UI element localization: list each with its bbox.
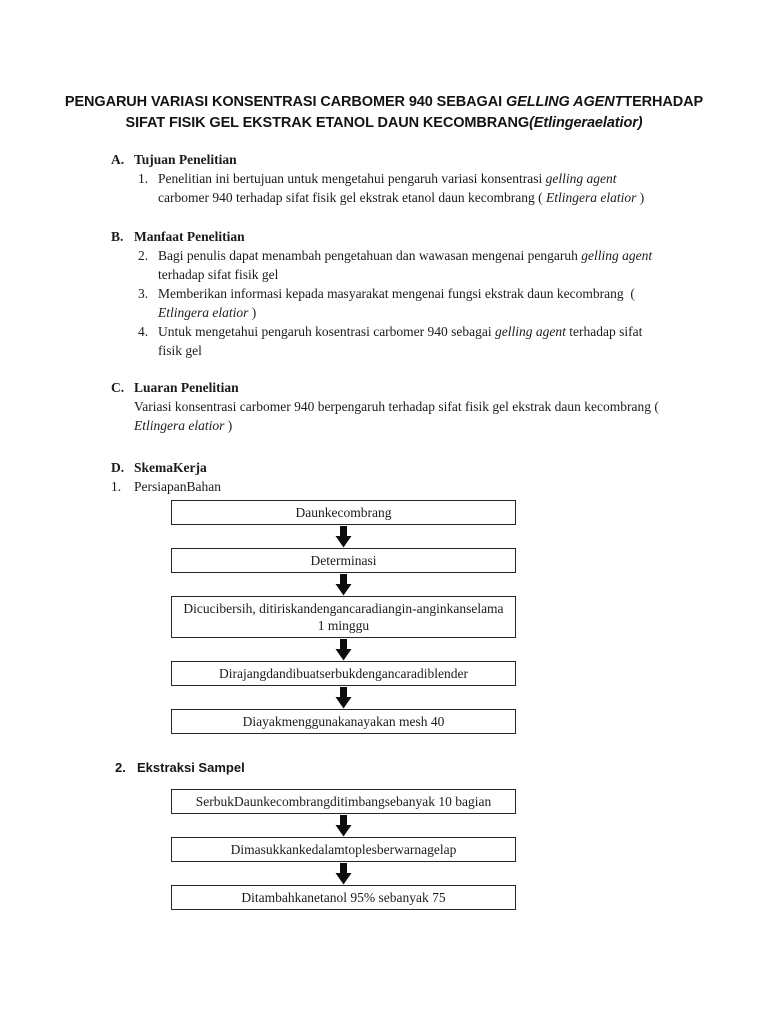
down-arrow-icon (335, 525, 352, 548)
flow-box-dicuci-bersih: Dicucibersih, ditiriskandengancaradiangi… (171, 596, 516, 638)
section-luaran-penelitian: C. Luaran Penelitian Variasi konsentrasi… (0, 378, 768, 435)
list-item-4: 4. Untuk mengetahui pengaruh kosentrasi … (138, 322, 768, 360)
section-tujuan-penelitian: A. Tujuan Penelitian 1. Penelitian ini b… (0, 150, 768, 207)
subsection-persiapan-bahan: 1. PersiapanBahan (111, 477, 768, 496)
subsection-label: PersiapanBahan (134, 479, 221, 494)
section-a-heading: A. Tujuan Penelitian (111, 150, 768, 169)
subsection-ekstraksi-sampel: 2. Ekstraksi Sampel (115, 758, 768, 777)
subsection-label: Ekstraksi Sampel (137, 760, 245, 775)
section-letter: B. (111, 229, 124, 244)
title-line-2: SIFAT FISIK GEL EKSTRAK ETANOL DAUN KECO… (125, 115, 643, 131)
text-line: Etlingera elatior ) (158, 305, 257, 320)
section-c-body: Variasi konsentrasi carbomer 940 berpeng… (134, 397, 768, 435)
text-line: fisik gel (158, 343, 202, 358)
section-c-heading: C. Luaran Penelitian (111, 378, 768, 397)
flow-box-diayak: Diayakmenggunakanayakan mesh 40 (171, 709, 516, 734)
flow-box-dirajang: Dirajangdandibuatserbukdengancaradiblend… (171, 661, 516, 686)
text-line: Etlingera elatior ) (134, 418, 233, 433)
section-skema-kerja: D. SkemaKerja 1. PersiapanBahan (0, 458, 768, 496)
list-item-3: 3. Memberikan informasi kepada masyaraka… (138, 284, 768, 322)
title-line-1: PENGARUH VARIASI KONSENTRASI CARBOMER 94… (64, 94, 704, 110)
section-letter: D. (111, 460, 125, 475)
list-item-2: 2. Bagi penulis dapat menambah pengetahu… (138, 246, 768, 284)
document-title: PENGARUH VARIASI KONSENTRASI CARBOMER 94… (0, 0, 768, 134)
flowchart-ekstraksi-sampel: SerbukDaunkecombrangditimbangsebanyak 10… (171, 789, 516, 910)
text-line: carbomer 940 terhadap sifat fisik gel ek… (158, 190, 645, 205)
text-line: 1 minggu (317, 618, 370, 633)
down-arrow-icon (335, 814, 352, 837)
section-heading-label: Manfaat Penelitian (134, 229, 245, 244)
section-b-heading: B. Manfaat Penelitian (111, 227, 768, 246)
list-item-number: 2. (115, 760, 126, 775)
list-item-number: 2. (138, 248, 149, 263)
flow-box-serbuk-ditimbang: SerbukDaunkecombrangditimbangsebanyak 10… (171, 789, 516, 814)
text-line: Untuk mengetahui pengaruh kosentrasi car… (158, 324, 643, 339)
text-line: terhadap sifat fisik gel (158, 267, 279, 282)
list-item-number: 3. (138, 286, 149, 301)
flow-box-dimasukkan-toples: Dimasukkankedalamtoplesberwarnagelap (171, 837, 516, 862)
text-line: Bagi penulis dapat menambah pengetahuan … (158, 248, 653, 263)
list-item-1: 1. Penelitian ini bertujuan untuk menget… (138, 169, 768, 207)
flow-box-determinasi: Determinasi (171, 548, 516, 573)
section-d-heading: D. SkemaKerja (111, 458, 768, 477)
list-item-number: 4. (138, 324, 149, 339)
text-line: Memberikan informasi kepada masyarakat m… (158, 286, 635, 301)
down-arrow-icon (335, 573, 352, 596)
section-letter: C. (111, 380, 125, 395)
list-item-number: 1. (111, 479, 122, 494)
section-heading-label: Luaran Penelitian (134, 380, 239, 395)
flowchart-persiapan-bahan: Daunkecombrang Determinasi Dicucibersih,… (171, 500, 516, 734)
down-arrow-icon (335, 638, 352, 661)
flow-box-ditambahkan-etanol: Ditambahkanetanol 95% sebanyak 75 (171, 885, 516, 910)
flow-box-daun-kecombrang: Daunkecombrang (171, 500, 516, 525)
text-line: Variasi konsentrasi carbomer 940 berpeng… (134, 399, 659, 414)
section-manfaat-penelitian: B. Manfaat Penelitian 2. Bagi penulis da… (0, 227, 768, 360)
section-heading-label: Tujuan Penelitian (134, 152, 237, 167)
text-line: Penelitian ini bertujuan untuk mengetahu… (158, 171, 617, 186)
text-line: Dicucibersih, ditiriskandengancaradiangi… (183, 601, 504, 616)
down-arrow-icon (335, 862, 352, 885)
section-heading-label: SkemaKerja (134, 460, 207, 475)
section-letter: A. (111, 152, 125, 167)
list-item-number: 1. (138, 171, 149, 186)
down-arrow-icon (335, 686, 352, 709)
